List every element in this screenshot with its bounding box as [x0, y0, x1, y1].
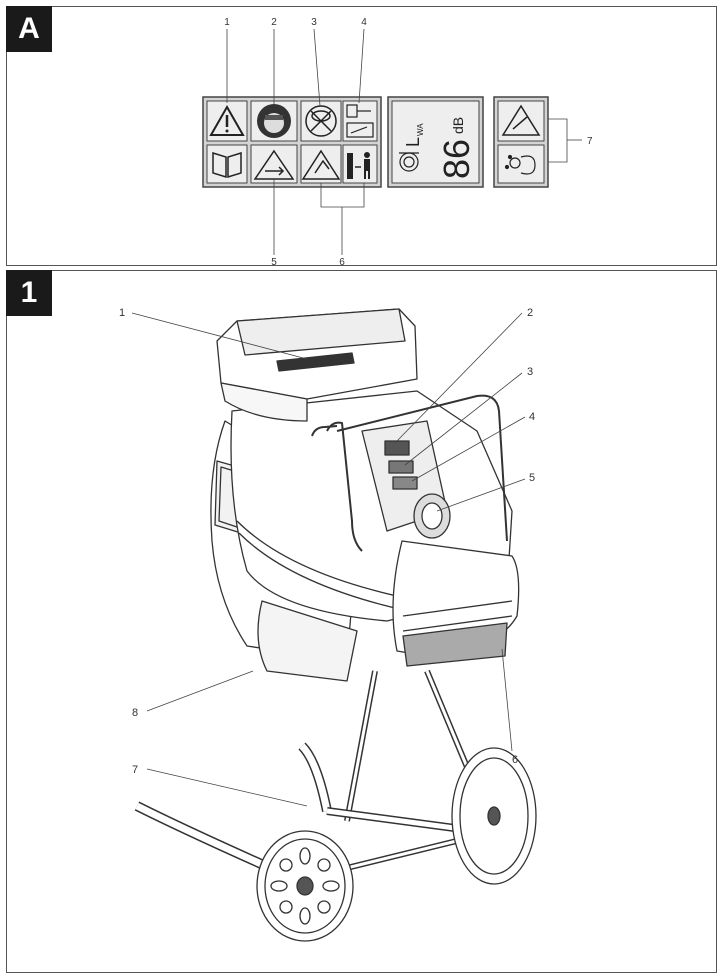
callout-a-4: 4 [361, 17, 367, 28]
protective-gear-icon [257, 104, 291, 138]
callout-a-7: 7 [587, 136, 593, 147]
manual-book-icon [212, 151, 242, 179]
shredder-diagram: 1 2 3 4 5 6 7 8 [119, 307, 537, 942]
sound-subscript: WA [416, 123, 425, 136]
sound-level-icon [399, 152, 419, 172]
callout-1-6: 6 [512, 754, 518, 766]
debris-hazard-icon [504, 154, 536, 175]
sound-value: 86 [436, 139, 477, 179]
callout-1-7: 7 [132, 764, 138, 776]
sound-symbol: L [403, 137, 423, 147]
callout-1-4: 4 [529, 411, 535, 423]
callout-1-5: 5 [529, 472, 535, 484]
sound-unit: dB [450, 117, 466, 134]
unplug-icon [346, 104, 374, 138]
callout-a-3: 3 [311, 17, 317, 28]
ejection-grille [402, 622, 508, 667]
panel-a-tag: A [6, 6, 52, 52]
side-hazard-icon [501, 104, 541, 136]
callout-1-8: 8 [132, 707, 138, 719]
callout-a-5: 5 [271, 257, 277, 267]
callout-a-6: 6 [339, 257, 345, 267]
reverse-switch [392, 476, 418, 490]
warning-icon [209, 104, 245, 136]
callout-1-3: 3 [527, 366, 533, 378]
callout-1-2: 2 [527, 307, 533, 319]
callout-1-1: 1 [119, 307, 125, 319]
hand-hazard-icon [301, 149, 341, 180]
callout-a-2: 2 [271, 17, 277, 28]
panel-1: 1 [6, 270, 717, 973]
callout-a-1: 1 [224, 17, 230, 28]
keep-distance-icon [347, 152, 370, 179]
panel-1-tag: 1 [6, 270, 52, 316]
no-rain-icon [305, 105, 337, 137]
on-switch [384, 440, 410, 456]
panel-a: A [6, 6, 717, 267]
off-switch [388, 460, 414, 474]
safety-label-diagram: L WA 86 dB [202, 17, 593, 267]
